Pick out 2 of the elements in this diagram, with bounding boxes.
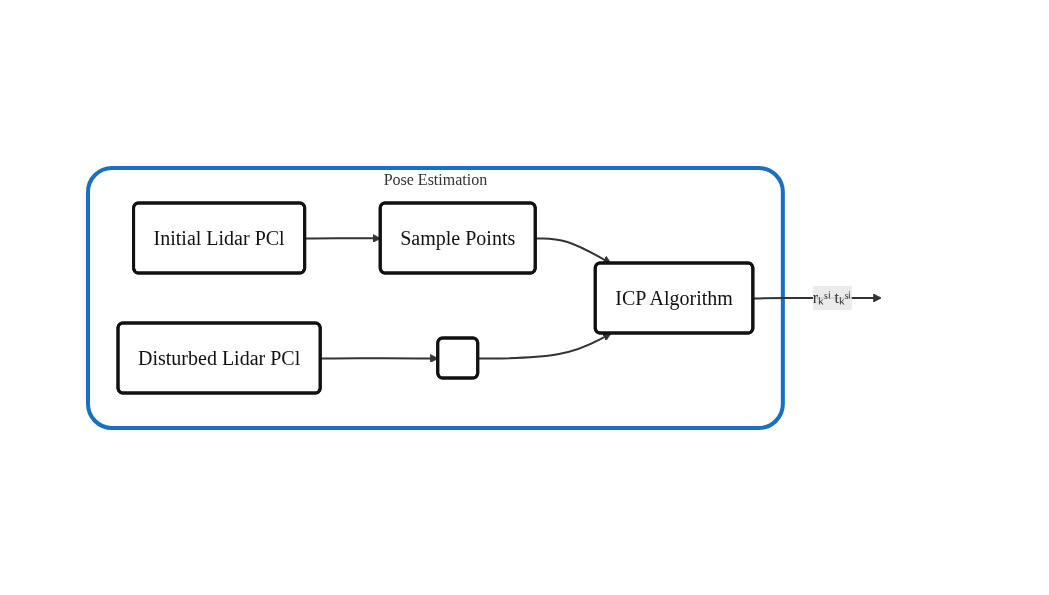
edge-label: rₖˢⁱ tₖˢⁱ: [812, 288, 852, 306]
arrow: [477, 332, 612, 359]
